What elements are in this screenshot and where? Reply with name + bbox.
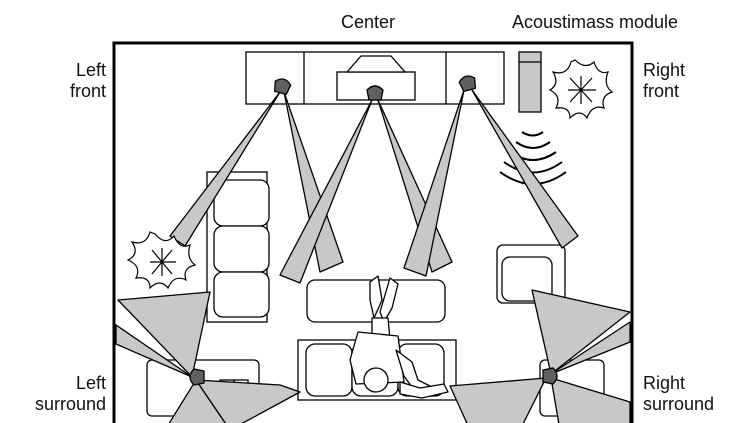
beam-right-surround-a xyxy=(550,321,631,375)
left-front-label-line1: Left xyxy=(75,60,106,80)
left-front-label-line2: front xyxy=(69,81,106,101)
right-front-label: Right front xyxy=(643,60,685,102)
right-surround-label-line1: Right xyxy=(643,373,686,393)
left-surround-speaker-icon xyxy=(189,368,205,386)
beam-left-front-a xyxy=(169,91,281,247)
left-front-label: Left front xyxy=(50,60,106,102)
acoustimass-module xyxy=(518,51,542,113)
center-speaker-icon xyxy=(366,85,384,101)
right-front-label-line2: front xyxy=(643,81,680,101)
beam-center-a xyxy=(279,99,373,284)
plant-left-icon xyxy=(126,231,197,290)
armchair-right xyxy=(496,244,566,304)
sofa-left xyxy=(206,171,270,323)
beam-left-front-b xyxy=(283,91,344,273)
beam-right-surround-d xyxy=(449,377,547,423)
beam-left-surround-b xyxy=(117,291,211,378)
right-surround-speaker-icon xyxy=(542,367,558,385)
left-front-speaker-icon xyxy=(273,78,292,96)
plant-right-icon xyxy=(548,59,614,120)
acoustimass-module-label: Acoustimass module xyxy=(512,12,679,32)
beam-right-surround-b xyxy=(531,289,631,375)
left-surround-label-line2: surround xyxy=(34,394,106,414)
right-surround-label-line2: surround xyxy=(643,394,715,414)
left-surround-label-line1: Left xyxy=(75,373,106,393)
speakers xyxy=(189,75,558,386)
beam-left-surround-d xyxy=(195,379,301,423)
beam-right-surround-c xyxy=(550,377,631,423)
beam-right-front-a xyxy=(403,89,465,277)
beam-left-surround-a xyxy=(115,324,193,378)
right-surround-label: Right surround xyxy=(643,373,714,415)
sound-beams xyxy=(115,89,631,423)
listener-figure xyxy=(349,275,449,399)
right-front-speaker-icon xyxy=(458,75,477,93)
left-surround-label: Left surround xyxy=(14,373,106,415)
beam-right-front-b xyxy=(471,89,579,249)
center-label: Center xyxy=(341,12,396,32)
right-front-label-line1: Right xyxy=(643,60,686,80)
